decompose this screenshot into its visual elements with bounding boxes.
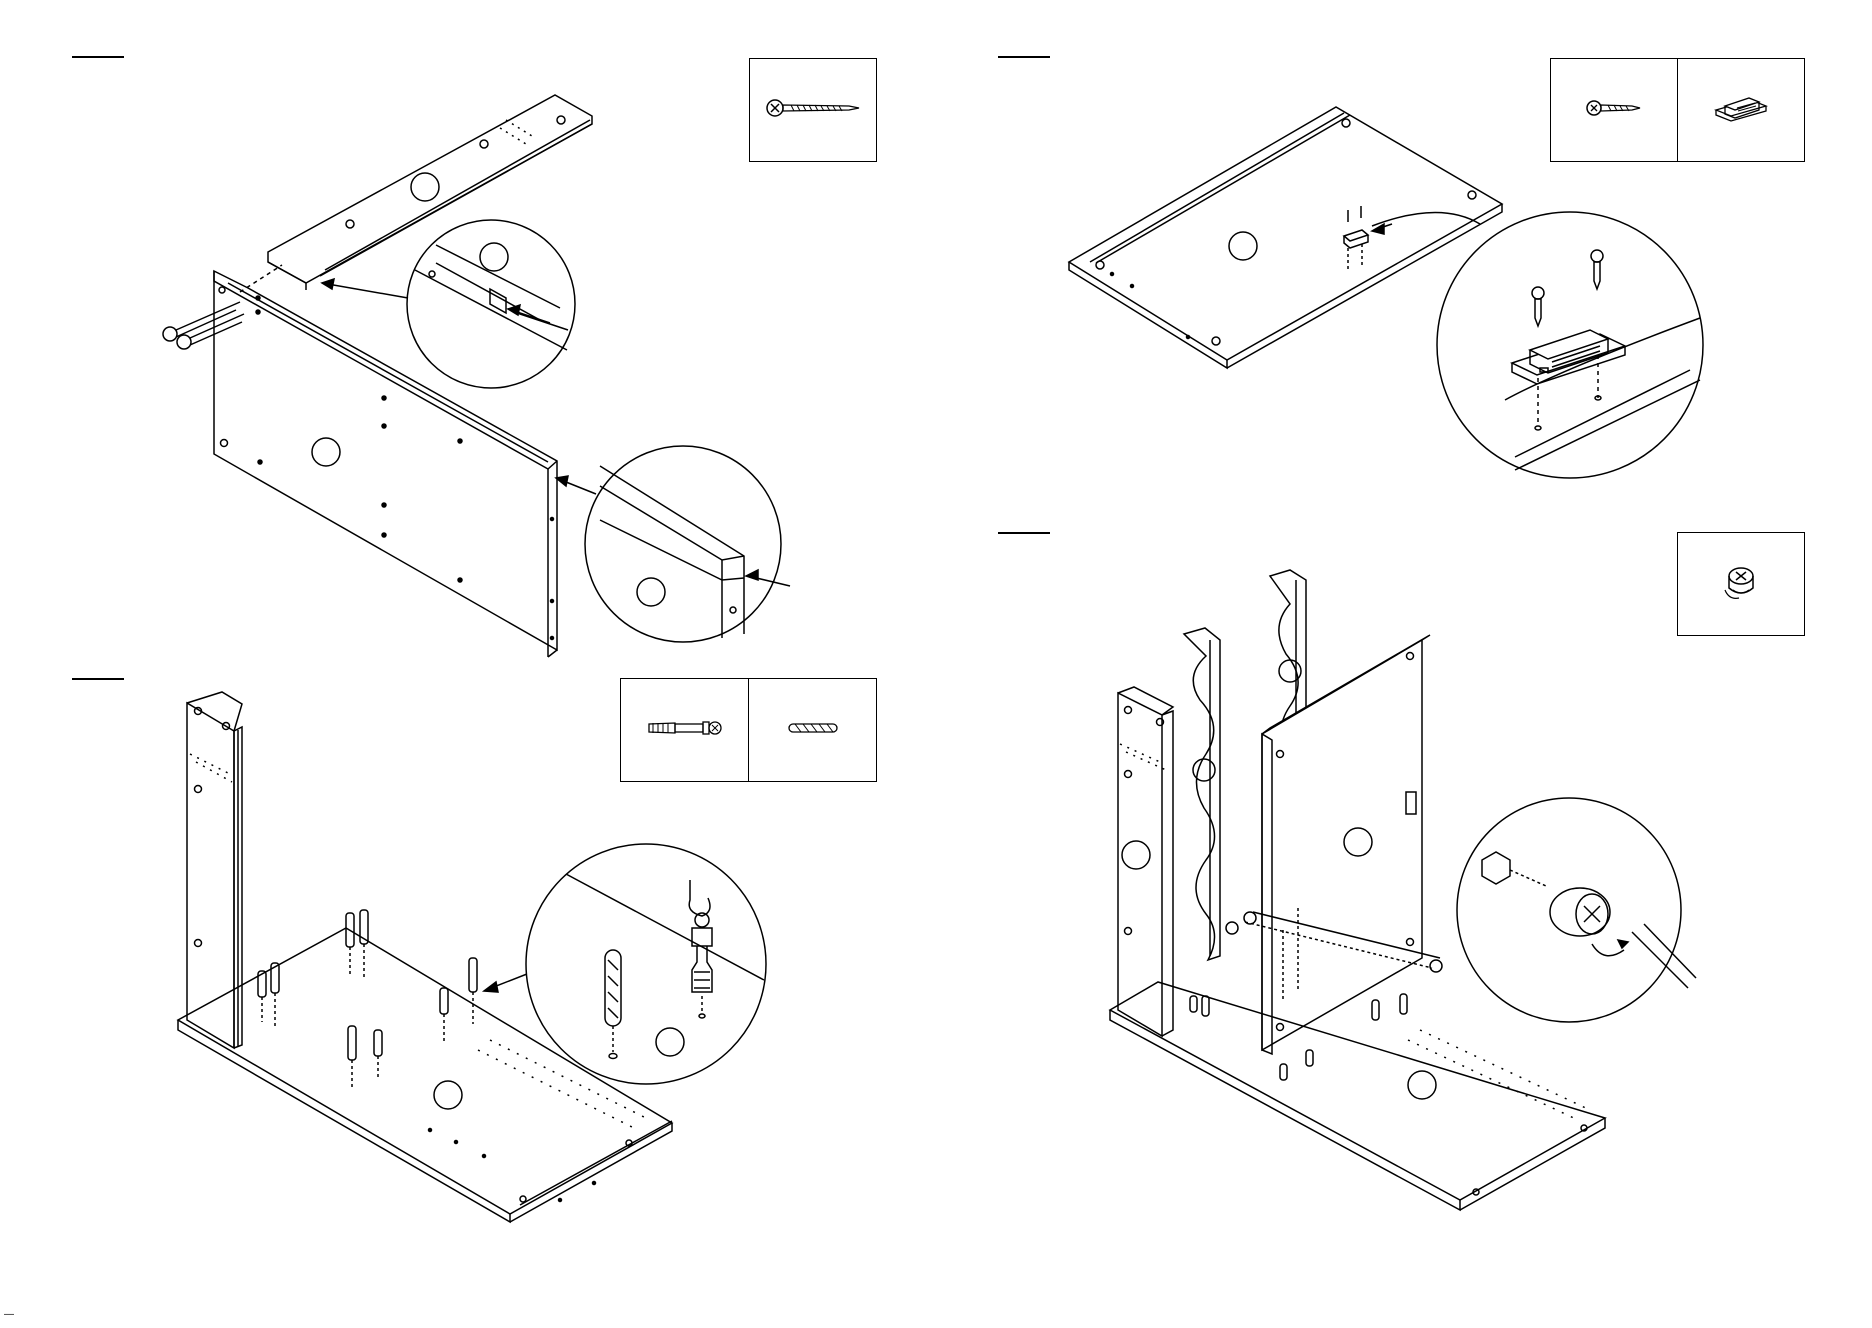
- detail-callout-cam-lock: [1457, 798, 1681, 1022]
- wavy-support-left: [1184, 628, 1220, 960]
- side-panel-outer: [1118, 693, 1162, 1036]
- page-corner-mark: —: [4, 1310, 14, 1320]
- middle-partition-panel: [1262, 640, 1422, 1050]
